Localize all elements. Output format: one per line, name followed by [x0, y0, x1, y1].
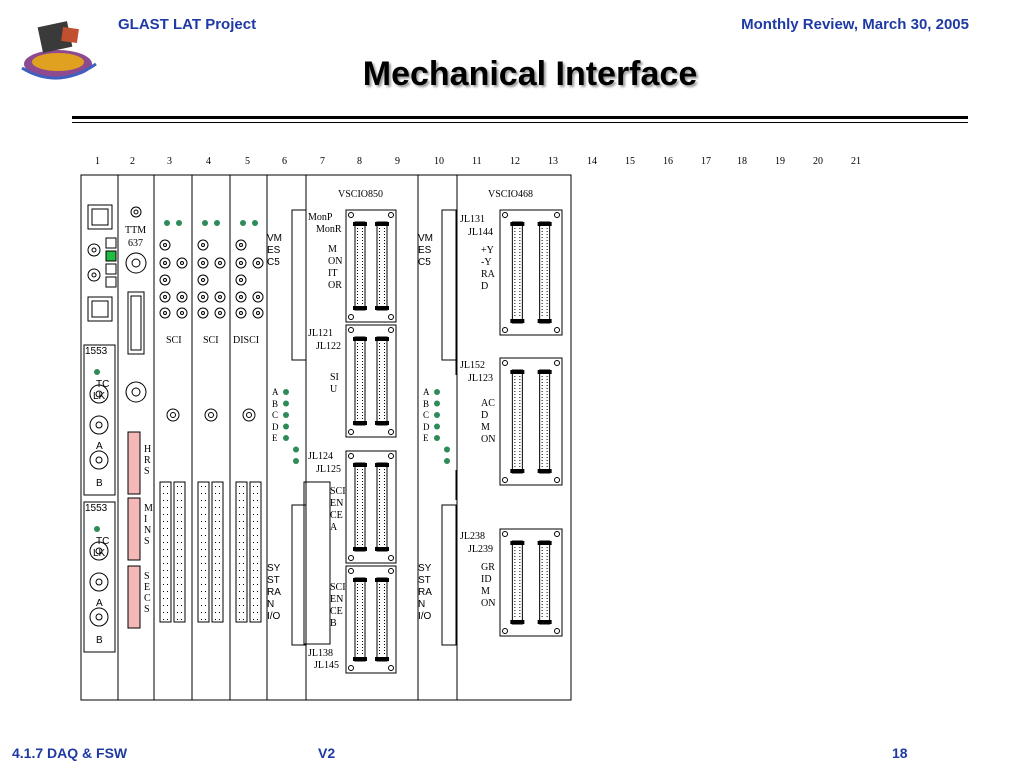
logo [12, 14, 104, 86]
connector-pair [345, 565, 397, 674]
title-divider-thin [72, 122, 968, 123]
footer-page-number: 18 [892, 745, 908, 761]
bus-interface-ports [89, 526, 109, 627]
connector-pair [499, 528, 563, 637]
footer-version: V2 [318, 745, 336, 761]
sci-cards [89, 220, 264, 627]
review-date: Monthly Review, March 30, 2005 [741, 16, 969, 33]
glast-logo-icon [21, 21, 97, 80]
card-ttm [125, 206, 147, 629]
project-name: GLAST LAT Project [118, 16, 257, 33]
connector-pair [499, 357, 563, 486]
connector-pair [345, 324, 397, 438]
connector-pair [499, 209, 563, 336]
vmes-cards [283, 209, 457, 646]
slot-boundaries [117, 174, 572, 701]
card-1553 [83, 204, 117, 653]
footer-section: 4.1.7 DAQ & FSW [12, 745, 128, 761]
page-title: Mechanical Interface [362, 55, 698, 93]
connector-pair [345, 450, 397, 564]
title-divider [72, 116, 968, 119]
connector-pair [345, 209, 397, 323]
bus-interface-ports [89, 369, 109, 470]
connector-boards [345, 209, 563, 674]
